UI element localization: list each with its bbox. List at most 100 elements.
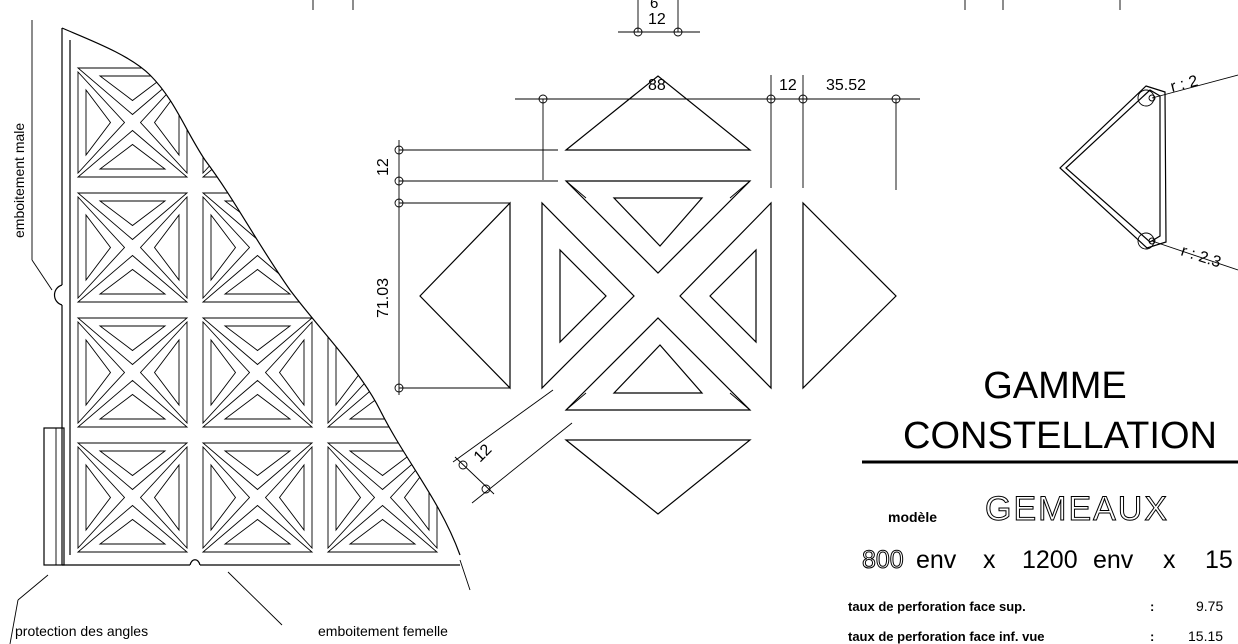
cell-triangle (98, 200, 167, 227)
cell-triangle (278, 88, 305, 157)
cell-triangle (201, 317, 314, 366)
cell-triangle (85, 463, 112, 532)
cell-triangle (389, 445, 438, 550)
size-width: 1200 (1022, 546, 1078, 574)
size-length: 800 (862, 546, 904, 574)
cell-triangle (153, 338, 180, 407)
cell-triangle (98, 143, 167, 170)
cell-triangle (327, 70, 376, 175)
female-joint-label: emboitement femelle (318, 623, 448, 639)
cell-triangle (348, 75, 417, 102)
cell-triangle (201, 504, 314, 553)
cell-triangle (278, 463, 305, 532)
cell-triangle (201, 67, 314, 116)
corner-protection-label: protection des angles (15, 623, 148, 639)
model-name: GEMEAUX (985, 490, 1169, 528)
cell-triangle (403, 338, 430, 407)
cell-triangle (77, 320, 126, 425)
perforation-sup-colon: : (1150, 599, 1154, 614)
cell-triangle (278, 213, 305, 282)
cell-triangle (326, 379, 439, 428)
cell-triangle (326, 192, 439, 241)
cell-triangle (76, 379, 189, 428)
cell-triangle (98, 268, 167, 295)
cell-triangle (139, 195, 188, 300)
cell-triangle (76, 192, 189, 241)
size-thickness: 15 (1205, 546, 1233, 574)
cell-triangle (348, 200, 417, 227)
cell-triangle (326, 504, 439, 553)
dim-diagonal-gap: 12 (471, 441, 496, 466)
cell-triangle (327, 195, 376, 300)
cell-triangle (223, 75, 292, 102)
cell-triangle (223, 393, 292, 420)
cell-triangle (348, 518, 417, 545)
dim-left-gap: 12 (375, 158, 392, 176)
cell-triangle (210, 213, 237, 282)
cell-triangle (210, 463, 237, 532)
callouts: emboitement male protection des angles e… (9, 0, 1121, 644)
cell-triangle (403, 88, 430, 157)
cell-triangle (327, 320, 376, 425)
cell-triangle (326, 67, 439, 116)
cell-triangle (202, 445, 251, 550)
cell-triangle (77, 445, 126, 550)
cell-triangle (264, 70, 313, 175)
dim-top-partial: 6 (650, 0, 658, 12)
cell-triangle (85, 213, 112, 282)
size-sep-1: x (983, 546, 996, 574)
central-cell (541, 180, 772, 411)
radius-detail: r : 2 r : 2.3 (1059, 73, 1238, 272)
cell-triangle (264, 445, 313, 550)
male-joint-label: emboitement male (11, 123, 27, 238)
cell-triangle (201, 192, 314, 241)
dim-right-width: 35.52 (826, 77, 866, 94)
radius-bottom-label: r : 2.3 (1179, 243, 1223, 272)
title-line1: GAMME (983, 365, 1127, 407)
cell-triangle (403, 463, 430, 532)
title-line2: CONSTELLATION (903, 415, 1217, 457)
cell-triangle (201, 254, 314, 303)
size-width-unit: env (1093, 546, 1134, 574)
cell-triangle (348, 450, 417, 477)
cell-triangle (76, 317, 189, 366)
cell-triangle (223, 518, 292, 545)
cell-triangle (77, 70, 126, 175)
cell-triangle (202, 195, 251, 300)
cell-triangle (327, 445, 376, 550)
cell-triangle (210, 88, 237, 157)
perforation-inf-value: 15.15 (1188, 628, 1223, 644)
cell-triangle (201, 379, 314, 428)
cell-triangle (389, 320, 438, 425)
dim-triangle-width: 88 (648, 77, 666, 94)
size-sep-2: x (1163, 546, 1176, 574)
title-block: GAMME CONSTELLATION modèle GEMEAUX 800 e… (848, 365, 1238, 644)
cell-triangle (264, 195, 313, 300)
cell-triangle (98, 518, 167, 545)
cell-triangle (153, 88, 180, 157)
cell-triangle (153, 463, 180, 532)
cell-triangle (223, 325, 292, 352)
cell-triangle (202, 320, 251, 425)
radius-top-label: r : 2 (1169, 73, 1200, 96)
cell-triangle (403, 213, 430, 282)
cell-triangle (139, 445, 188, 550)
perforation-sup-value: 9.75 (1196, 598, 1223, 614)
cell-triangle (98, 393, 167, 420)
cell-triangle (85, 88, 112, 157)
tile-grid (43, 27, 461, 566)
dim-top-gap: 12 (648, 11, 666, 28)
perforation-inf-label: taux de perforation face inf. vue (848, 629, 1045, 644)
cell-triangle (76, 67, 189, 116)
cell-triangle (76, 504, 189, 553)
cell-triangle (389, 70, 438, 175)
cell-triangle (85, 338, 112, 407)
cell-triangle (76, 129, 189, 178)
cell-triangle (76, 254, 189, 303)
cell-triangle (348, 325, 417, 352)
cell-triangle (223, 143, 292, 170)
dim-left-height: 71.03 (375, 278, 392, 318)
cell-triangle (335, 463, 362, 532)
cell-triangle (139, 70, 188, 175)
cell-triangle (98, 75, 167, 102)
